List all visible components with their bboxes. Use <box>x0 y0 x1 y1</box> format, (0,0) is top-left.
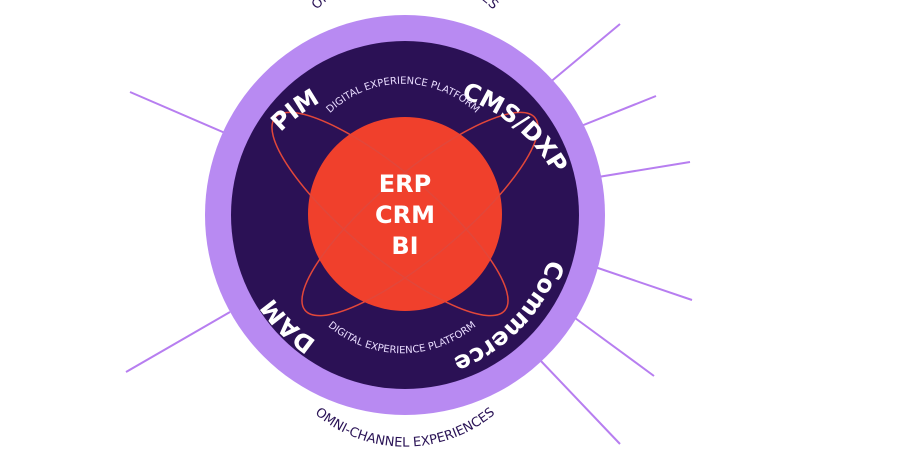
core-crm: CRM <box>375 201 435 229</box>
ray <box>129 91 233 137</box>
omni-label-top: OMNI-CHANNEL EXPERIENCES <box>309 0 501 13</box>
core-circle <box>308 117 502 311</box>
ray <box>575 95 657 129</box>
rays <box>125 23 693 445</box>
ray <box>547 23 621 85</box>
orbits <box>271 111 539 317</box>
core-erp: ERP <box>379 170 431 198</box>
ray <box>591 265 693 301</box>
orbit-right <box>301 111 539 317</box>
ray <box>539 359 621 445</box>
core-bi: BI <box>391 232 418 260</box>
ray <box>125 311 231 373</box>
ray <box>591 161 691 179</box>
orbit-left <box>271 111 509 317</box>
ray <box>574 317 655 377</box>
